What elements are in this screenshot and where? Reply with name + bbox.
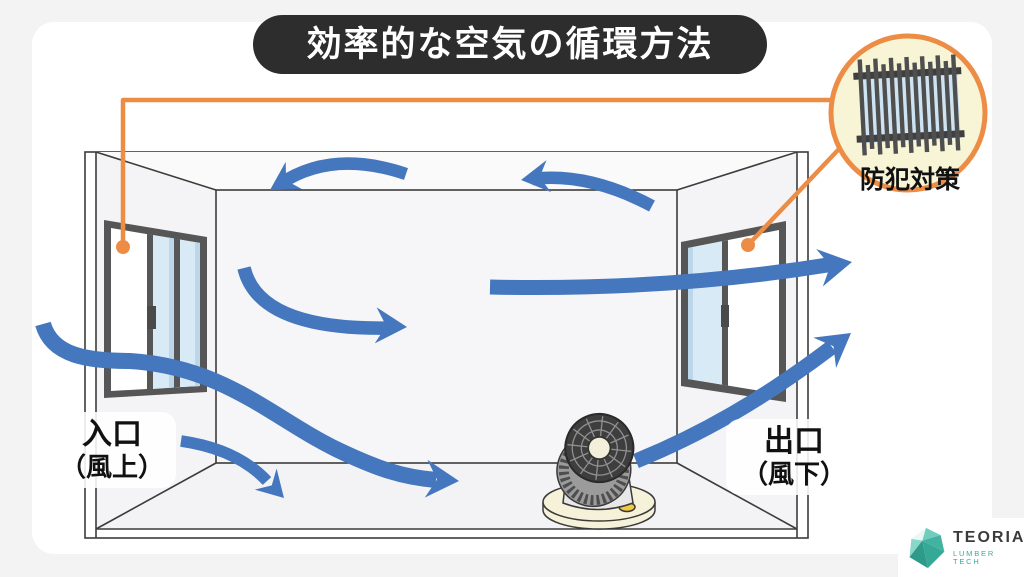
- window-handle: [721, 305, 729, 327]
- security-callout-label: 防犯対策: [859, 166, 960, 194]
- logo-name: TEORIA: [953, 529, 1024, 546]
- callout-leader-lines: [120, 97, 841, 247]
- window-handle: [147, 306, 156, 329]
- callout-leader-dots: [116, 238, 755, 254]
- inlet-label: 入口 （風上）: [48, 412, 176, 489]
- inlet-label-line1: 入口: [82, 418, 142, 451]
- airflow-arrows: [35, 157, 837, 488]
- leader-line-left-window: [120, 97, 833, 247]
- right-window: [681, 221, 786, 402]
- inlet-label-line2: （風上）: [59, 452, 164, 483]
- airflow-arrow-inlet-small: [180, 435, 272, 486]
- outlet-label-line2: （風下）: [741, 459, 846, 490]
- fan-head: [556, 413, 635, 508]
- logo-gem-icon: [909, 527, 945, 568]
- leader-line-right-window: [746, 147, 841, 247]
- logo-subtitle: LUMBER TECH: [953, 549, 996, 566]
- airflow-arrow-ceiling-right: [531, 171, 655, 212]
- airflow-arrow-inlet-swoosh: [35, 321, 437, 488]
- airflow-arrow-fan-to-window: [633, 341, 837, 468]
- airflow-arrow-ceiling-left: [276, 157, 408, 190]
- circulator-fan-icon: [542, 413, 656, 530]
- airflow-arrow-to-outlet: [489, 256, 836, 295]
- outlet-label-line1: 出口: [764, 425, 824, 458]
- brand-logo: TEORIA LUMBER TECH: [898, 518, 1024, 577]
- security-callout: [828, 33, 988, 193]
- window-security-bars-icon: [853, 54, 965, 156]
- page-title: 効率的な空気の循環方法: [253, 15, 767, 74]
- outlet-label: 出口 （風下）: [726, 419, 862, 496]
- airflow-arrow-mid-left: [237, 266, 393, 335]
